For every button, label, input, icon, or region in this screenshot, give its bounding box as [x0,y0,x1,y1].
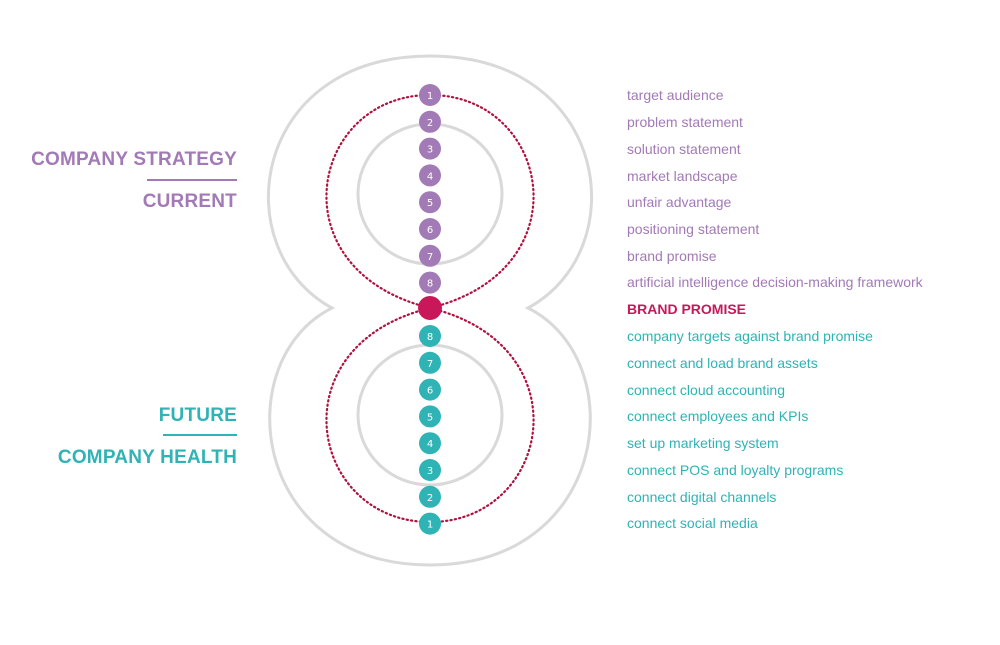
list-item: set up marketing system [627,435,779,451]
top-step-3-circle [419,137,441,160]
list-item: artificial intelligence decision-making … [627,274,923,290]
top-step-1-circle [419,84,441,106]
top-step-4-circle [419,164,441,187]
bottom-step-4-circle [419,432,441,455]
top-step-3-number: 3 [427,145,433,156]
bottom-step-8-number: 8 [427,332,433,343]
bottom-step-6-number: 6 [427,386,433,397]
list-item: connect social media [627,515,758,531]
future-label: FUTURE [158,405,237,426]
brand-promise-node [418,296,442,320]
bottom-step-4-number: 4 [427,439,433,450]
top-step-2-circle [419,110,441,133]
bottom-step-1-number: 1 [427,520,433,531]
health-divider [163,434,237,436]
top-step-8-number: 8 [427,279,433,290]
list-item: problem statement [627,114,743,130]
top-step-7-number: 7 [427,252,433,263]
top-step-1-number: 1 [427,91,433,102]
list-item: connect cloud accounting [627,382,785,398]
top-step-5-circle [419,191,441,214]
outer-eight-outline [266,54,594,567]
bottom-step-6-circle [419,378,441,401]
list-item: solution statement [627,141,741,157]
bottom-step-7-number: 7 [427,359,433,370]
bottom-step-8-circle [419,325,441,347]
list-item: connect and load brand assets [627,355,818,371]
top-step-4-number: 4 [427,171,433,182]
brand-promise-heading: BRAND PROMISE [627,301,747,317]
list-item: connect employees and KPIs [627,408,809,424]
bottom-step-2-circle [419,485,441,508]
bottom-step-7-circle [419,351,441,374]
top-step-6-circle [419,218,441,240]
top-step-7-circle [419,244,441,267]
list-item: positioning statement [627,221,760,237]
list-item: target audience [627,87,724,103]
bottom-step-3-circle [419,459,441,481]
top-step-2-number: 2 [427,118,433,129]
strategy-divider [147,179,237,181]
list-item: connect digital channels [627,489,777,505]
bottom-step-1-circle [419,512,441,535]
list-item: connect POS and loyalty programs [627,462,844,478]
top-step-8-circle [419,271,441,294]
top-step-6-number: 6 [427,225,433,236]
list-item: brand promise [627,248,717,264]
bottom-step-5-circle [419,405,441,428]
top-step-5-number: 5 [427,198,433,209]
list-item: market landscape [627,168,738,184]
bottom-step-3-number: 3 [427,466,433,477]
current-label: CURRENT [142,191,237,212]
company-strategy-label: COMPANY STRATEGY [31,149,237,170]
bottom-step-2-number: 2 [427,493,433,504]
bottom-step-5-number: 5 [427,412,433,423]
list-item: unfair advantage [627,194,732,210]
list-item: company targets against brand promise [627,328,873,344]
company-health-label: COMPANY HEALTH [57,447,237,468]
